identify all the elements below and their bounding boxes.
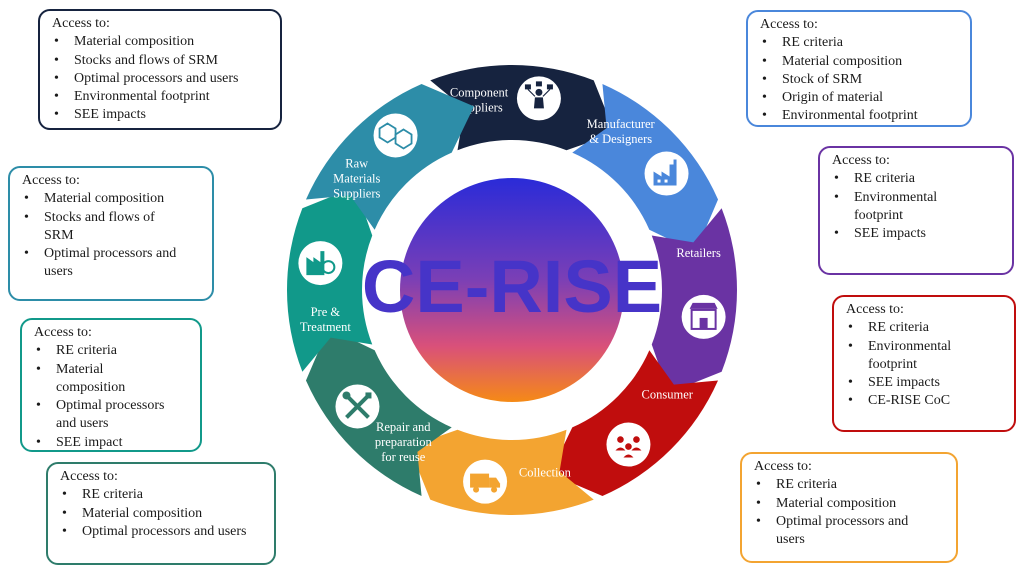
list-item: Environmental footprint [848, 338, 978, 375]
callout-heading: Access to: [832, 153, 890, 168]
callout-consumer: Access to: RE criteria Environmental foo… [832, 295, 1016, 432]
list-item: Origin of material [762, 89, 960, 108]
callout-heading: Access to: [60, 469, 118, 484]
logo-text: CE-RISE [362, 245, 662, 328]
list-item: Optimal processors and users [62, 523, 252, 542]
callout-heading: Access to: [52, 16, 110, 31]
callout-pre-treatment: Access to: RE criteria Material composit… [20, 318, 202, 452]
recycling-plant-icon [298, 241, 343, 286]
list-item: Optimal processors and users [36, 397, 186, 434]
list-item: RE criteria [756, 476, 946, 495]
molecule-icon [373, 113, 418, 158]
logo-orb [400, 178, 624, 402]
truck-icon [463, 459, 508, 504]
list-item: RE criteria [834, 170, 1002, 189]
list-item: Material composition [24, 190, 202, 209]
list-item: RE criteria [62, 486, 264, 505]
callout-repair: Access to: RE criteria Material composit… [46, 462, 276, 565]
list-item: Environmental footprint [834, 189, 974, 226]
list-item: Material composition [54, 33, 270, 52]
list-item: Stock of SRM [762, 71, 960, 90]
stage-segment [550, 350, 719, 497]
list-item: SEE impacts [848, 374, 1004, 393]
list-item: Material composition [756, 495, 946, 514]
callout-heading: Access to: [760, 17, 818, 32]
list-item: RE criteria [36, 342, 190, 361]
callout-manufacturer: Access to: RE criteria Material composit… [746, 10, 972, 127]
factory-icon [644, 151, 689, 196]
logo-center: CE-RISE [362, 178, 662, 402]
list-item: SEE impacts [54, 106, 270, 125]
list-item: Material composition [36, 361, 156, 398]
list-item: Environmental footprint [54, 88, 270, 107]
callout-heading: Access to: [846, 302, 904, 317]
list-item: Optimal processors and users [24, 245, 194, 282]
list-item: Optimal processors and users [54, 70, 270, 89]
callout-component-suppliers: Access to: Material composition Stocks a… [38, 9, 282, 130]
list-item: Environmental footprint [762, 107, 960, 126]
list-item: Material composition [762, 53, 960, 72]
list-item: Optimal processors and users [756, 513, 936, 550]
stage-segment [572, 83, 719, 252]
stage-label: Manufacturer& Designers [587, 117, 656, 146]
callout-heading: Access to: [754, 459, 812, 474]
list-item: Stocks and flows of SRM [24, 209, 174, 246]
stage-label: Collection [519, 466, 572, 480]
callout-heading: Access to: [34, 325, 92, 340]
callout-raw-materials: Access to: Material composition Stocks a… [8, 166, 214, 301]
stage-segment [305, 328, 452, 497]
list-item: RE criteria [848, 319, 1004, 338]
tools-icon [335, 384, 380, 429]
stage-label: Retailers [676, 246, 721, 260]
stage-label: Pre &Treatment [300, 305, 351, 334]
list-item: RE criteria [762, 34, 960, 53]
consumers-icon [606, 422, 651, 467]
callout-retailers: Access to: RE criteria Environmental foo… [818, 146, 1014, 275]
list-item: CE-RISE CoC [848, 392, 1004, 411]
list-item: Material composition [62, 505, 264, 524]
callout-heading: Access to: [22, 173, 80, 188]
list-item: Stocks and flows of SRM [54, 52, 270, 71]
callout-collection: Access to: RE criteria Material composit… [740, 452, 958, 563]
list-item: SEE impact [36, 434, 190, 453]
store-icon [681, 294, 726, 339]
stage-segment [305, 83, 474, 230]
people-network-icon [516, 76, 561, 121]
list-item: SEE impacts [834, 225, 1002, 244]
stage-label: Consumer [642, 388, 694, 402]
